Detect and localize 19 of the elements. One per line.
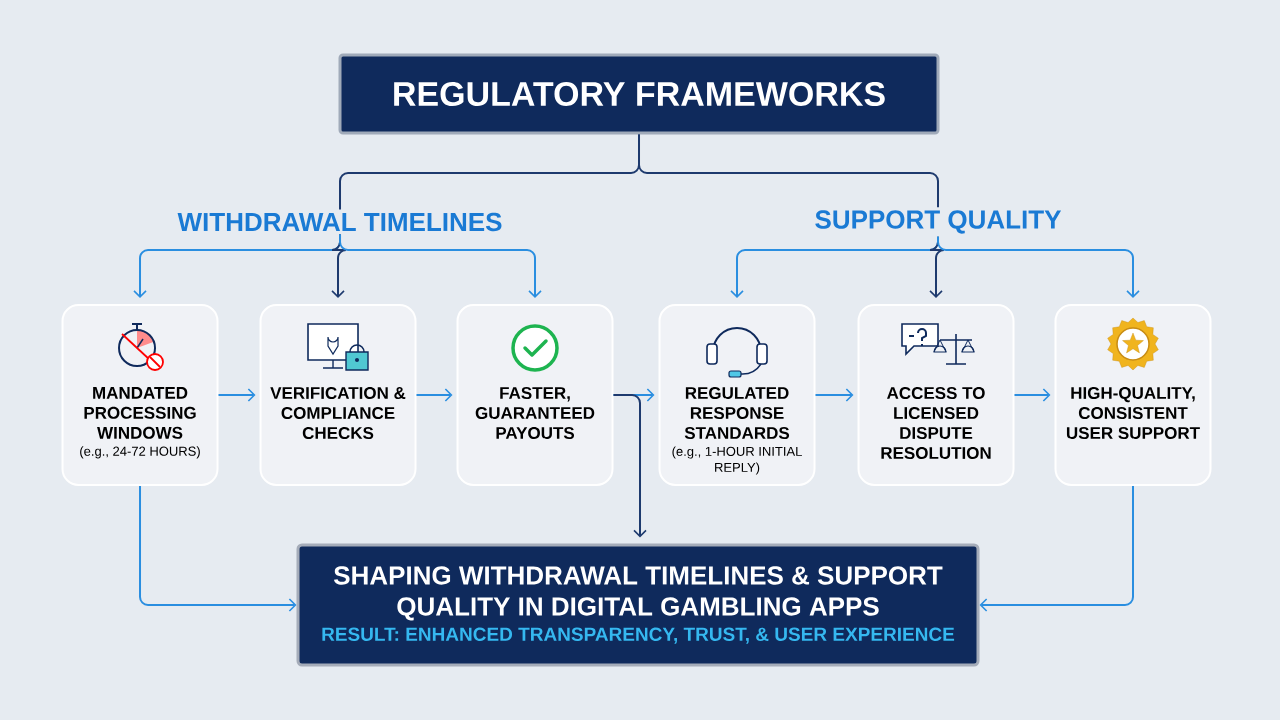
arrow bbox=[217, 388, 256, 402]
arrow bbox=[1013, 388, 1051, 402]
process-card: REGULATED RESPONSE STANDARDS (e.g., 1-HOUR INITIAL REPLY) bbox=[658, 304, 816, 486]
process-card: VERIFICATION & COMPLIANCE CHECKS bbox=[259, 304, 417, 486]
arrow bbox=[814, 388, 854, 402]
arrow bbox=[339, 233, 542, 298]
process-card: FASTER, GUARANTEED PAYOUTS bbox=[456, 304, 614, 486]
section-heading: SUPPORT QUALITY bbox=[815, 210, 1062, 234]
arrow bbox=[937, 235, 1140, 298]
arrow bbox=[979, 485, 1134, 612]
title-banner: REGULATORY FRAMEWORKS bbox=[338, 53, 940, 135]
arrow bbox=[612, 394, 647, 538]
process-card: MANDATED PROCESSING WINDOWS (e.g., 24-72 HOURS) bbox=[61, 304, 219, 486]
section-heading: WITHDRAWAL TIMELINES bbox=[177, 212, 502, 232]
arrow bbox=[415, 388, 453, 402]
arrow bbox=[139, 485, 297, 612]
process-card: HIGH-QUALITY, CONSISTENT USER SUPPORT bbox=[1054, 304, 1212, 486]
process-card: ACCESS TO LICENSED DISPUTE RESOLUTION bbox=[857, 304, 1015, 486]
result-banner: SHAPING WITHDRAWAL TIMELINES & SUPPORT QUALITY IN DIGITAL GAMBLING APPS RESULT: ENHANCED TRANSPARENCY, TRUST, & USER EXPERIENCE bbox=[296, 543, 980, 667]
